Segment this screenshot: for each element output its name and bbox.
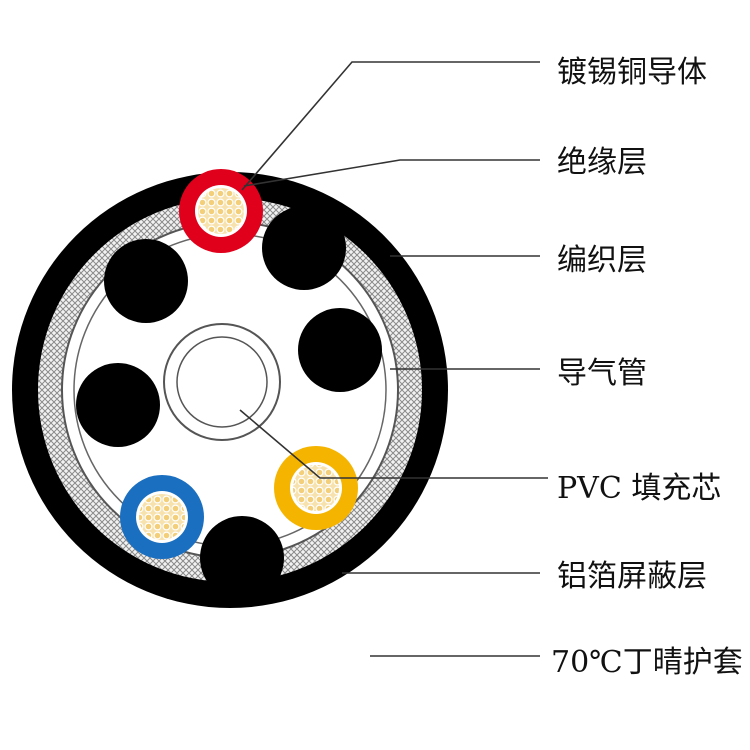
label-pvc-filler: PVC 填充芯 xyxy=(557,471,721,506)
conductor-strands xyxy=(139,494,185,540)
label-nitrile-sheath: 70℃丁晴护套 xyxy=(551,645,743,680)
filler-core xyxy=(298,308,382,392)
label-tinned-copper-conductor: 镀锡铜导体 xyxy=(557,55,707,90)
label-air-tube: 导气管 xyxy=(557,356,647,391)
label-aluminum-foil-shield: 铝箔屏蔽层 xyxy=(557,559,707,594)
leader-line-filler xyxy=(239,409,548,479)
filler-core xyxy=(104,239,188,323)
conductor-strands xyxy=(198,188,244,234)
conductor-strands xyxy=(293,465,339,511)
label-insulation-layer: 绝缘层 xyxy=(557,145,647,180)
filler-core xyxy=(200,516,284,600)
filler-core xyxy=(262,206,346,290)
leader-line-insulation xyxy=(243,159,540,187)
label-braid-layer: 编织层 xyxy=(557,243,647,278)
leader-line-conductor xyxy=(241,61,540,191)
air-tube-inner xyxy=(176,336,268,428)
filler-core xyxy=(76,363,160,447)
